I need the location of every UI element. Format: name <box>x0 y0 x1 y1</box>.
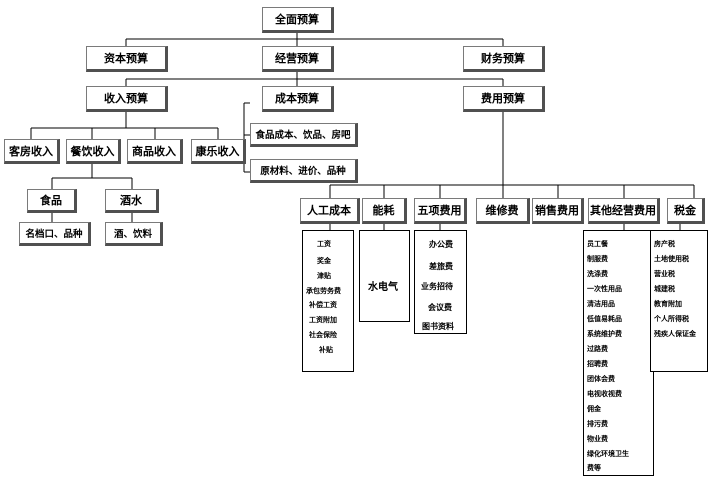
node-capital-budget-label: 资本预算 <box>104 52 148 65</box>
list-item: 营业税 <box>654 270 675 278</box>
list-item: 洗涤费 <box>587 270 608 278</box>
list-item: 工资 <box>317 240 331 248</box>
node-cost-line2-label: 原材料、进价、品种 <box>260 166 346 177</box>
list-item: 佣金 <box>587 405 601 413</box>
list-item: 会议费 <box>428 303 452 312</box>
node-financial-budget: 财务预算 <box>463 46 545 72</box>
node-recreation-income: 康乐收入 <box>191 139 246 164</box>
node-five-expenses: 五项费用 <box>414 198 467 224</box>
list-item: 土地使用税 <box>654 255 689 263</box>
list-item: 残疾人保证金 <box>654 330 696 338</box>
node-cost-line2: 原材料、进价、品种 <box>250 159 358 183</box>
node-five-expenses-label: 五项费用 <box>417 204 462 217</box>
list-item: 团体会费 <box>587 375 615 383</box>
node-expense-budget: 费用预算 <box>463 86 545 112</box>
list-item: 承包劳务费 <box>306 287 341 295</box>
labor-cost-list: 工资 奖金 津贴 承包劳务费 补偿工资 工资附加 社会保险 补贴 <box>302 230 354 372</box>
tax-list: 房产税 土地使用税 营业税 城建税 教育附加 个人所得税 残疾人保证金 <box>650 230 708 372</box>
node-food-detail-label: 名档口、品种 <box>25 229 83 240</box>
node-energy-label: 能耗 <box>372 204 395 217</box>
node-food-detail: 名档口、品种 <box>19 222 91 246</box>
list-item: 社会保险 <box>309 331 337 339</box>
node-cost-line1-label: 食品成本、饮品、房吧 <box>255 130 351 141</box>
node-repair: 维修费 <box>476 198 530 224</box>
other-expenses-list: 员工餐 制服费 洗涤费 一次性用品 清洁用品 低值易耗品 系统维护费 过路费 招… <box>583 230 654 476</box>
list-item: 电视收视费 <box>587 390 622 398</box>
five-expenses-list: 办公费 差旅费 业务招待 会议费 图书资料 <box>414 230 467 334</box>
list-item: 绿化环境卫生 <box>587 450 629 458</box>
list-item: 津贴 <box>317 272 331 280</box>
node-expense-budget-label: 费用预算 <box>481 92 525 105</box>
list-item: 员工餐 <box>587 240 608 248</box>
list-item: 招聘费 <box>587 360 608 368</box>
node-sales-expense-label: 销售费用 <box>535 204 579 217</box>
node-operating-budget: 经营预算 <box>262 46 334 72</box>
list-item: 系统维护费 <box>587 330 622 338</box>
node-rooms-income: 客房收入 <box>4 139 60 164</box>
list-item: 清洁用品 <box>587 300 615 308</box>
node-dining-income: 餐饮收入 <box>66 139 121 164</box>
node-drinks: 酒水 <box>105 189 159 213</box>
node-financial-budget-label: 财务预算 <box>481 52 525 65</box>
node-rooms-income-label: 客房收入 <box>9 144 53 158</box>
node-income-budget: 收入预算 <box>86 86 168 112</box>
node-sales-expense: 销售费用 <box>532 198 584 224</box>
node-labor-cost: 人工成本 <box>300 198 360 224</box>
node-income-budget-label: 收入预算 <box>104 92 148 105</box>
list-item: 个人所得税 <box>654 315 689 323</box>
node-dining-income-label: 餐饮收入 <box>70 144 115 158</box>
node-goods-income: 商品收入 <box>127 139 183 164</box>
list-item: 低值易耗品 <box>587 315 622 323</box>
list-item: 物业费 <box>587 435 608 443</box>
node-repair-label: 维修费 <box>485 204 519 217</box>
list-item: 水电气 <box>368 282 398 293</box>
node-other-expenses: 其他经营费用 <box>588 198 660 224</box>
list-item: 差旅费 <box>429 262 453 271</box>
node-food-label: 食品 <box>40 194 62 207</box>
node-labor-cost-label: 人工成本 <box>307 204 351 217</box>
node-goods-income-label: 商品收入 <box>132 144 176 158</box>
node-root: 全面预算 <box>262 7 334 33</box>
list-item: 图书资料 <box>422 322 454 331</box>
node-cost-line1: 食品成本、饮品、房吧 <box>250 123 358 147</box>
node-capital-budget: 资本预算 <box>86 46 168 72</box>
node-tax: 税金 <box>667 198 705 224</box>
list-item: 城建税 <box>654 285 675 293</box>
node-drinks-detail: 酒、饮料 <box>105 222 163 246</box>
node-food: 食品 <box>27 189 77 213</box>
list-item: 补偿工资 <box>309 301 337 309</box>
list-item: 排污费 <box>587 420 608 428</box>
list-item: 制服费 <box>587 255 608 263</box>
list-item: 工资附加 <box>309 316 337 324</box>
list-item: 教育附加 <box>654 300 682 308</box>
node-drinks-detail-label: 酒、饮料 <box>113 229 152 240</box>
list-item: 办公费 <box>429 240 453 249</box>
list-item: 过路费 <box>587 345 608 353</box>
list-item: 奖金 <box>317 257 331 265</box>
list-item: 房产税 <box>654 240 675 248</box>
energy-list: 水电气 <box>359 230 410 322</box>
node-root-label: 全面预算 <box>275 13 319 26</box>
node-operating-budget-label: 经营预算 <box>275 52 319 65</box>
node-other-expenses-label: 其他经营费用 <box>590 204 656 217</box>
node-tax-label: 税金 <box>674 204 696 217</box>
node-drinks-label: 酒水 <box>120 194 142 207</box>
node-cost-budget-label: 成本预算 <box>275 92 319 105</box>
list-item: 业务招待 <box>421 282 453 291</box>
list-item: 费等 <box>587 464 601 472</box>
node-cost-budget: 成本预算 <box>262 86 334 112</box>
node-recreation-income-label: 康乐收入 <box>195 144 240 158</box>
node-energy: 能耗 <box>362 198 407 224</box>
list-item: 一次性用品 <box>587 285 622 293</box>
list-item: 补贴 <box>319 346 333 354</box>
